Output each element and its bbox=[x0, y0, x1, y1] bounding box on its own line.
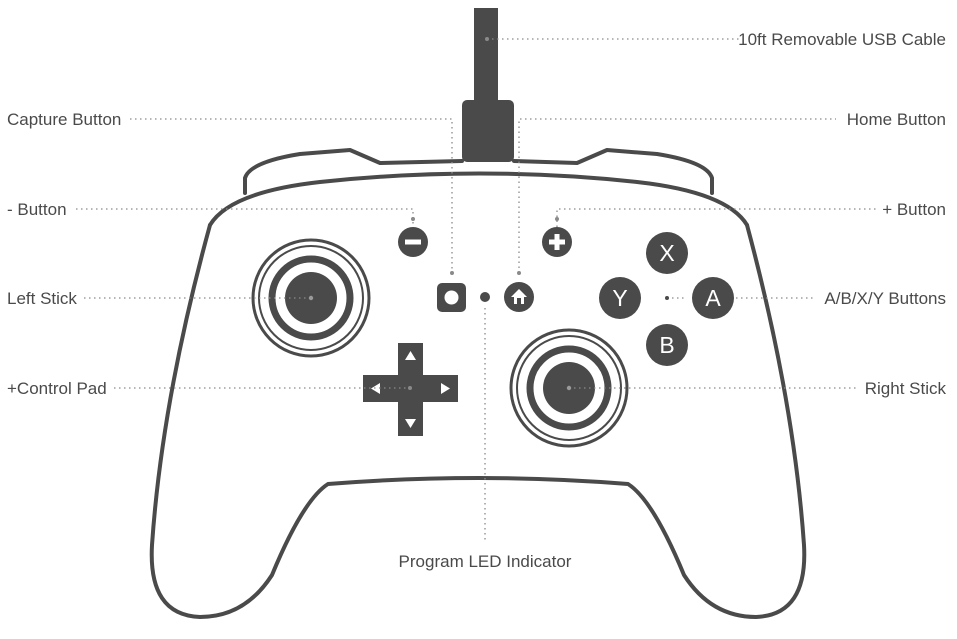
a-button[interactable]: A bbox=[692, 277, 734, 319]
x-button-label: X bbox=[659, 240, 674, 266]
minus-button[interactable] bbox=[398, 227, 428, 257]
capture-icon bbox=[444, 290, 459, 305]
minus-icon bbox=[405, 239, 421, 245]
controller-body bbox=[149, 148, 807, 619]
a-button-label: A bbox=[705, 285, 721, 311]
control-pad-label: +Control Pad bbox=[7, 379, 107, 398]
right-stick-label: Right Stick bbox=[865, 379, 947, 398]
minus-button-label: - Button bbox=[7, 200, 67, 219]
y-button-label: Y bbox=[612, 285, 627, 311]
face-buttons-label: A/B/X/Y Buttons bbox=[824, 289, 946, 308]
usb-cable-label: 10ft Removable USB Cable bbox=[738, 30, 946, 49]
x-button[interactable]: X bbox=[646, 232, 688, 274]
b-button-label: B bbox=[659, 332, 674, 358]
dpad-right-arrow-icon bbox=[441, 383, 450, 394]
leader-anchor-dots bbox=[308, 37, 669, 391]
home-button[interactable] bbox=[504, 282, 534, 312]
capture-button-label: Capture Button bbox=[7, 110, 121, 129]
led-indicator-label: Program LED Indicator bbox=[399, 552, 572, 571]
capture-button[interactable] bbox=[437, 283, 466, 312]
dpad-down-arrow-icon bbox=[405, 419, 416, 428]
home-button-label: Home Button bbox=[847, 110, 946, 129]
dpad-up-arrow-icon bbox=[405, 351, 416, 360]
face-buttons: X Y A B bbox=[599, 232, 734, 366]
program-led-indicator bbox=[480, 292, 490, 302]
b-button[interactable]: B bbox=[646, 324, 688, 366]
plus-icon bbox=[549, 234, 565, 250]
usb-cable bbox=[462, 8, 514, 162]
plus-button[interactable] bbox=[542, 227, 572, 257]
plus-button-label: + Button bbox=[882, 200, 946, 219]
home-icon bbox=[511, 289, 527, 304]
left-stick-label: Left Stick bbox=[7, 289, 77, 308]
y-button[interactable]: Y bbox=[599, 277, 641, 319]
